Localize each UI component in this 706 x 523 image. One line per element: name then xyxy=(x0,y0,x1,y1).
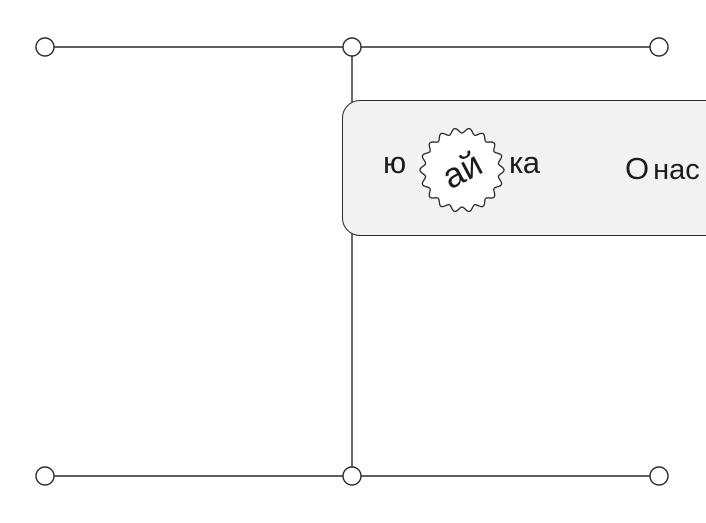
gear-badge-icon xyxy=(419,127,505,213)
nav-link-about-first: О xyxy=(625,151,650,186)
node-top-left xyxy=(35,37,55,57)
site-logo[interactable]: ю ай ка xyxy=(383,121,583,217)
logo-text-left: ю xyxy=(383,145,406,180)
node-bottom-right xyxy=(649,466,669,486)
logo-badge: ай xyxy=(417,125,507,215)
node-top-center xyxy=(342,37,362,57)
node-bottom-center xyxy=(342,466,362,486)
node-top-right xyxy=(649,37,669,57)
nav-link-about-rest: нас xyxy=(653,154,700,186)
logo-text-right: ка xyxy=(509,145,540,180)
node-bottom-left xyxy=(35,466,55,486)
